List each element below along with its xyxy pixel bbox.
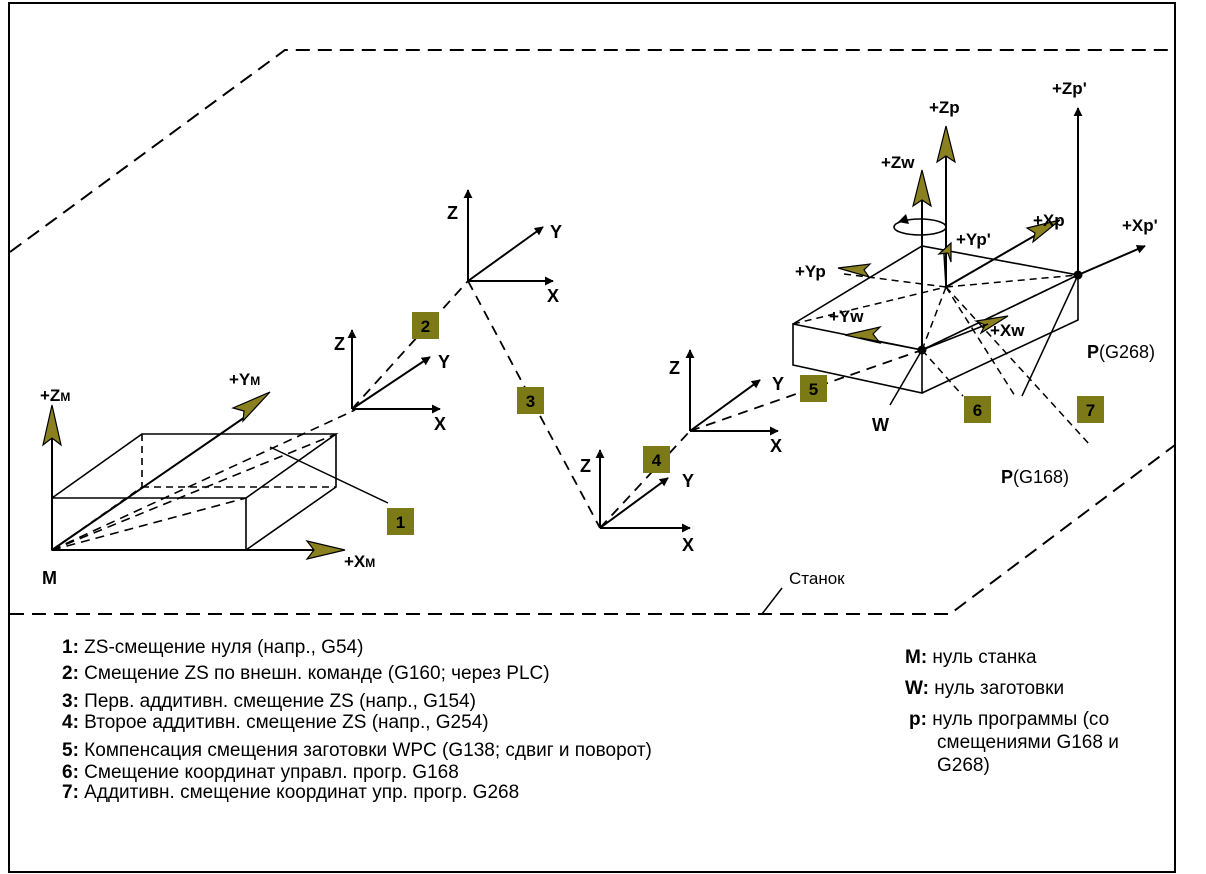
legend-right: M: нуль станка W: нуль заготовки p: нуль…: [905, 646, 1119, 777]
machine-dashed-lines: [51, 409, 356, 551]
frame5-axes: [685, 349, 779, 436]
zw-label: +Zw: [881, 153, 915, 172]
xp-label: +Xp: [1033, 211, 1065, 230]
xp2-label: +Xp': [1122, 216, 1158, 235]
p268-label: P(G268): [1087, 342, 1155, 362]
badge-5-number: 5: [809, 380, 818, 399]
legend-item-p: p: нуль программы (со: [909, 709, 1110, 730]
xw-axis: [921, 323, 989, 351]
xp-arrow: [1025, 219, 1061, 244]
frame3-x-label: X: [547, 286, 559, 306]
zw-arrow: [912, 169, 932, 208]
legend-item-7: 7: Аддитивн. смещение координат упр. про…: [62, 782, 520, 803]
rotation-arrowhead-icon: [898, 214, 909, 224]
w-label: W: [872, 415, 889, 435]
legend-item-1: 1: ZS-смещение нуля (напр., G54): [62, 637, 364, 658]
badge-1-number: 1: [396, 513, 405, 532]
frame2-y-label: Y: [438, 352, 450, 372]
badge-7: 7: [1077, 396, 1104, 423]
legend-item-p-line3: G268): [937, 755, 990, 776]
badge-1: 1: [387, 508, 414, 535]
frame5-x-label: X: [770, 436, 782, 456]
machine-x-label: +XM: [344, 552, 375, 571]
legend-item-6: 6: Смещение координат управл. прогр. G16…: [62, 762, 459, 783]
machine-bed-outline: [9, 49, 1176, 615]
workpiece-dashed: [792, 273, 1091, 446]
yw-axis: [859, 337, 923, 351]
machine-label: Станок: [789, 569, 845, 588]
outer-frame: [8, 2, 1176, 873]
badge-4-number: 4: [652, 451, 662, 470]
rotation-ellipse-icon: [893, 218, 947, 236]
xw-label: +Xw: [990, 321, 1025, 340]
badge-2: 2: [412, 312, 439, 339]
badge-6-number: 6: [973, 401, 982, 420]
frame3-z-label: Z: [447, 203, 458, 223]
badge-3-number: 3: [526, 392, 535, 411]
badge-5: 5: [800, 375, 827, 402]
legend-item-4: 4: Второе аддитивн. смещение ZS (напр., …: [62, 712, 489, 733]
machine-axes: [51, 414, 320, 551]
yw-label: +Yw: [829, 307, 864, 326]
frame4-axes: [595, 449, 691, 533]
yp-arrow: [837, 263, 872, 279]
frame5-y-label: Y: [772, 374, 784, 394]
yp2-arrow: [937, 241, 952, 263]
frame2-axes: [347, 329, 441, 414]
frame2-z-label: Z: [334, 334, 345, 354]
w-origin-point: [917, 345, 927, 355]
yp-label: +Yp: [795, 262, 826, 281]
machine-origin-label: M: [42, 568, 57, 588]
legend-item-5: 5: Компенсация смещения заготовки WPC (G…: [62, 740, 652, 761]
frame3-axes: [463, 189, 554, 286]
badge-7-number: 7: [1086, 401, 1095, 420]
zp2-label: +Zp': [1052, 79, 1087, 98]
machine-y-label: +YM: [229, 370, 260, 389]
legend-item-p-line2: смещениями G168 и: [937, 732, 1119, 753]
legend-item-w: W: нуль заготовки: [905, 678, 1065, 699]
frame4-y-label: Y: [682, 471, 694, 491]
workpiece-vertical-axes: [921, 107, 1146, 350]
zp-arrow: [936, 125, 956, 164]
machine-label-leader: [761, 587, 783, 615]
legend-item-2: 2: Смещение ZS по внешн. команде (G160; …: [62, 663, 550, 684]
legend-left: 1: ZS-смещение нуля (напр., G54) 2: Смещ…: [62, 636, 652, 804]
zp-label: +Zp: [929, 98, 960, 117]
badge-2-number: 2: [421, 317, 430, 336]
frame3-y-label: Y: [550, 222, 562, 242]
p168-label: P(G168): [1001, 467, 1069, 487]
machine-x-arrow: [305, 540, 346, 560]
badge-1-leader: [269, 446, 389, 504]
machine-y-arrow: [231, 391, 271, 423]
frame2-x-label: X: [434, 414, 446, 434]
machine-z-label: +ZM: [40, 386, 70, 405]
yp2-axis: [943, 253, 947, 288]
yp2-label: +Yp': [956, 230, 991, 249]
frame4-x-label: X: [682, 535, 694, 555]
legend-item-3: 3: Перв. аддитивн. смещение ZS (напр., G…: [62, 691, 476, 712]
badge-4: 4: [643, 446, 670, 473]
legend-item-m: M: нуль станка: [905, 647, 1037, 668]
machine-z-arrow: [42, 404, 62, 447]
badge-6: 6: [964, 396, 991, 423]
p268-origin-point: [1073, 270, 1083, 280]
badge-3: 3: [517, 387, 544, 414]
frame5-z-label: Z: [669, 358, 680, 378]
frame4-z-label: Z: [580, 456, 591, 476]
